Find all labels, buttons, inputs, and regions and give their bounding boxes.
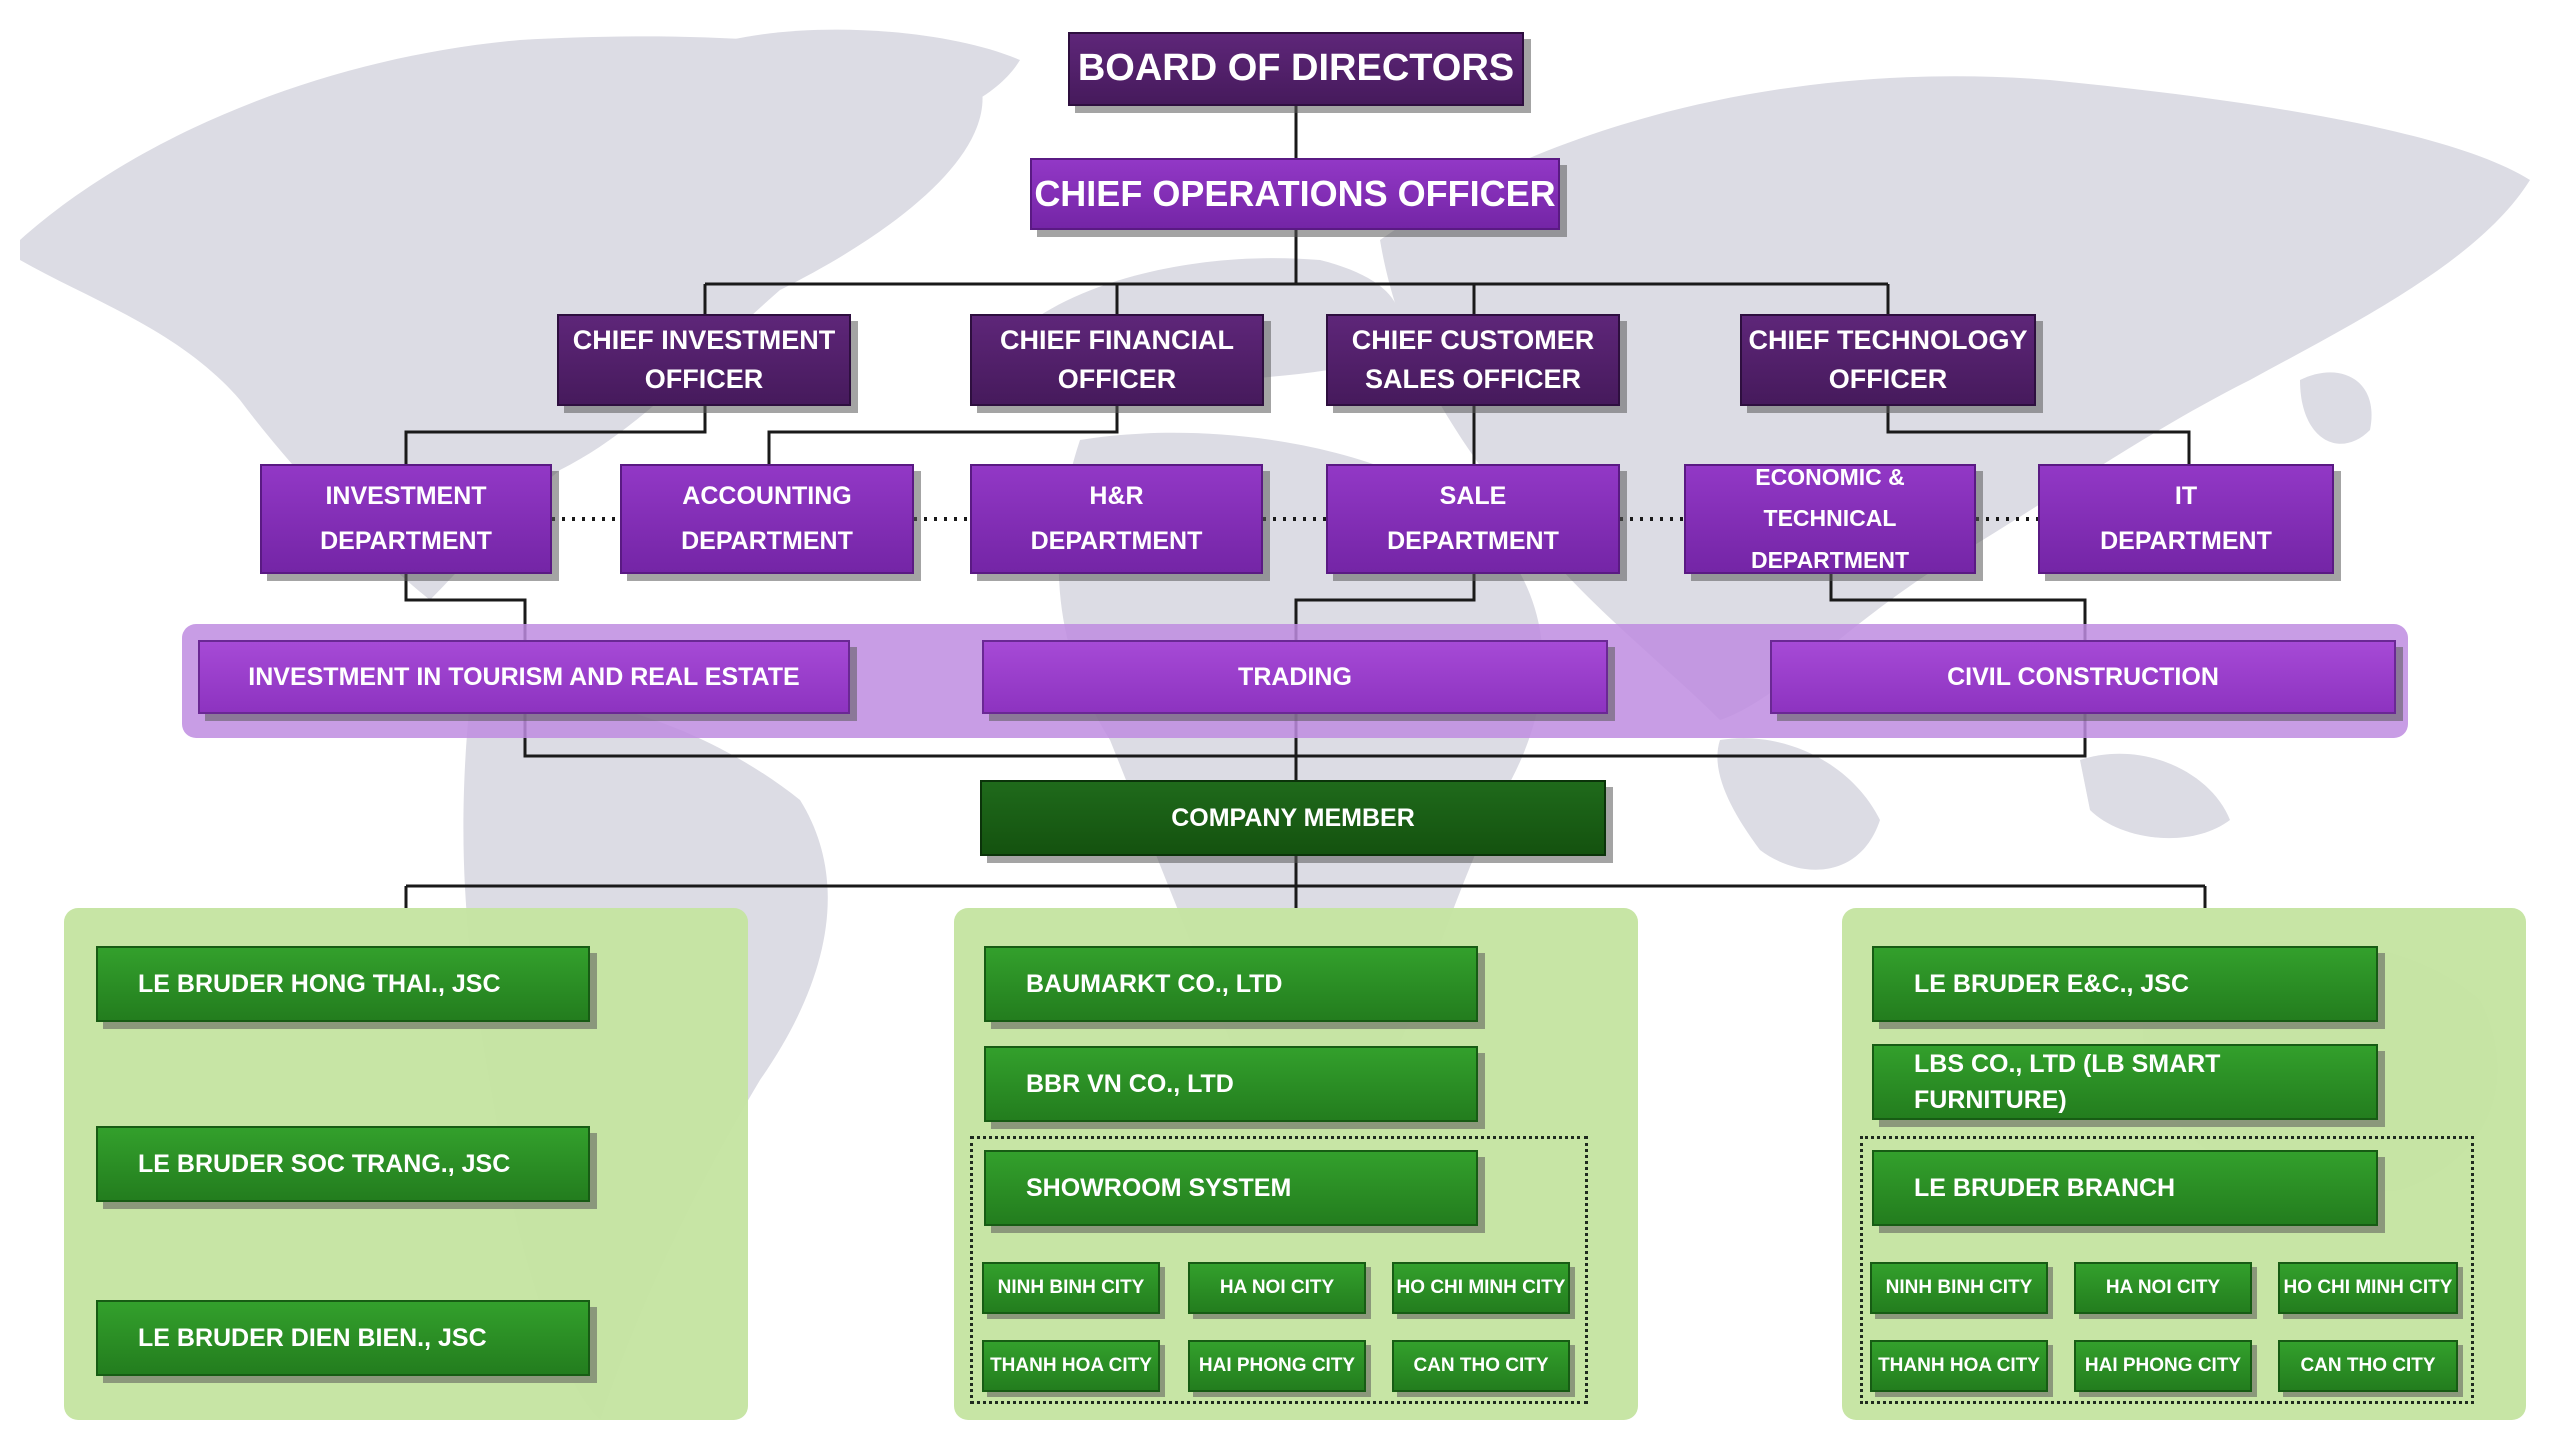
it-department-line1: IT: [2174, 482, 2198, 510]
showroom-city-hai-phong[interactable]: HAI PHONG CITY: [1188, 1340, 1366, 1392]
company-bbr-vn-box[interactable]: BBR VN CO., LTD: [984, 1046, 1478, 1122]
branch-city-can-tho[interactable]: CAN THO CITY: [2278, 1340, 2458, 1392]
showroom-city-ninh-binh-label: NINH BINH CITY: [997, 1277, 1145, 1299]
branch-city-ho-chi-minh-label: HO CHI MINH CITY: [2283, 1277, 2453, 1299]
chief-investment-officer-line1: CHIEF INVESTMENT: [572, 324, 836, 355]
company-lbs-smart-furniture-box[interactable]: LBS CO., LTD (LB SMART FURNITURE): [1872, 1044, 2378, 1120]
showroom-system-box[interactable]: SHOWROOM SYSTEM: [984, 1150, 1478, 1226]
economic-technical-department-line1: ECONOMIC & TECHNICAL: [1755, 463, 1905, 532]
sector-tourism-real-estate-box[interactable]: INVESTMENT IN TOURISM AND REAL ESTATE: [198, 640, 850, 714]
accounting-department-line2: DEPARTMENT: [681, 527, 853, 555]
sector-trading-box[interactable]: TRADING: [982, 640, 1608, 714]
company-bbr-vn-label: BBR VN CO., LTD: [1026, 1069, 1234, 1098]
showroom-city-ninh-binh[interactable]: NINH BINH CITY: [982, 1262, 1160, 1314]
showroom-city-ho-chi-minh[interactable]: HO CHI MINH CITY: [1392, 1262, 1570, 1314]
company-le-bruder-hong-thai-box[interactable]: LE BRUDER HONG THAI., JSC: [96, 946, 590, 1022]
sector-trading-label: TRADING: [1238, 662, 1352, 691]
chief-technology-officer-line1: CHIEF TECHNOLOGY: [1748, 324, 2028, 355]
economic-technical-department-line2: DEPARTMENT: [1750, 546, 1909, 573]
chief-operations-officer-box[interactable]: CHIEF OPERATIONS OFFICER: [1030, 158, 1560, 230]
chief-investment-officer-box[interactable]: CHIEF INVESTMENT OFFICER: [557, 314, 851, 406]
chief-investment-officer-line2: OFFICER: [644, 364, 764, 394]
branch-city-ho-chi-minh[interactable]: HO CHI MINH CITY: [2278, 1262, 2458, 1314]
chief-customer-sales-officer-box[interactable]: CHIEF CUSTOMER SALES OFFICER: [1326, 314, 1620, 406]
chief-operations-officer-label: CHIEF OPERATIONS OFFICER: [1034, 172, 1556, 214]
investment-department-box[interactable]: INVESTMENT DEPARTMENT: [260, 464, 552, 574]
chief-financial-officer-box[interactable]: CHIEF FINANCIAL OFFICER: [970, 314, 1264, 406]
accounting-department-line1: ACCOUNTING: [682, 482, 852, 510]
hr-department-box[interactable]: H&R DEPARTMENT: [970, 464, 1263, 574]
sector-civil-construction-box[interactable]: CIVIL CONSTRUCTION: [1770, 640, 2396, 714]
showroom-city-ho-chi-minh-label: HO CHI MINH CITY: [1396, 1277, 1566, 1299]
le-bruder-branch-label: LE BRUDER BRANCH: [1914, 1173, 2176, 1202]
company-le-bruder-ec-box[interactable]: LE BRUDER E&C., JSC: [1872, 946, 2378, 1022]
company-member-box[interactable]: COMPANY MEMBER: [980, 780, 1606, 856]
sector-tourism-real-estate-label: INVESTMENT IN TOURISM AND REAL ESTATE: [248, 662, 800, 691]
showroom-system-label: SHOWROOM SYSTEM: [1026, 1173, 1292, 1202]
hr-department-line2: DEPARTMENT: [1030, 527, 1203, 555]
showroom-system-group: [970, 1136, 1588, 1404]
chief-customer-sales-officer-line2: SALES OFFICER: [1364, 364, 1581, 394]
le-bruder-branch-group: [1860, 1136, 2474, 1404]
investment-department-line1: INVESTMENT: [325, 482, 487, 510]
chief-technology-officer-box[interactable]: CHIEF TECHNOLOGY OFFICER: [1740, 314, 2036, 406]
sale-department-line1: SALE: [1439, 482, 1507, 510]
branch-city-can-tho-label: CAN THO CITY: [2300, 1355, 2436, 1377]
chief-customer-sales-officer-line1: CHIEF CUSTOMER: [1351, 324, 1595, 355]
le-bruder-branch-box[interactable]: LE BRUDER BRANCH: [1872, 1150, 2378, 1226]
branch-city-thanh-hoa[interactable]: THANH HOA CITY: [1870, 1340, 2048, 1392]
company-baumarkt-label: BAUMARKT CO., LTD: [1026, 969, 1283, 998]
showroom-city-hai-phong-label: HAI PHONG CITY: [1198, 1355, 1356, 1377]
company-member-label: COMPANY MEMBER: [1171, 803, 1415, 832]
company-le-bruder-dien-bien-box[interactable]: LE BRUDER DIEN BIEN., JSC: [96, 1300, 590, 1376]
it-department-box[interactable]: IT DEPARTMENT: [2038, 464, 2334, 574]
board-of-directors-label: BOARD OF DIRECTORS: [1077, 47, 1515, 90]
branch-city-ha-noi[interactable]: HA NOI CITY: [2074, 1262, 2252, 1314]
company-le-bruder-soc-trang-box[interactable]: LE BRUDER SOC TRANG., JSC: [96, 1126, 590, 1202]
branch-city-thanh-hoa-label: THANH HOA CITY: [1878, 1355, 2040, 1377]
showroom-city-can-tho-label: CAN THO CITY: [1413, 1355, 1549, 1377]
showroom-city-thanh-hoa-label: THANH HOA CITY: [990, 1355, 1152, 1377]
chief-financial-officer-line1: CHIEF FINANCIAL: [1000, 324, 1234, 355]
sale-department-line2: DEPARTMENT: [1387, 527, 1559, 555]
investment-department-line2: DEPARTMENT: [320, 527, 492, 555]
company-le-bruder-dien-bien-label: LE BRUDER DIEN BIEN., JSC: [138, 1323, 487, 1352]
sector-civil-construction-label: CIVIL CONSTRUCTION: [1947, 662, 2219, 691]
sale-department-box[interactable]: SALE DEPARTMENT: [1326, 464, 1620, 574]
showroom-city-can-tho[interactable]: CAN THO CITY: [1392, 1340, 1570, 1392]
chief-technology-officer-line2: OFFICER: [1828, 364, 1948, 394]
company-lbs-smart-furniture-label: LBS CO., LTD (LB SMART FURNITURE): [1914, 1049, 2221, 1114]
chief-financial-officer-line2: OFFICER: [1057, 364, 1177, 394]
board-of-directors-box[interactable]: BOARD OF DIRECTORS: [1068, 32, 1524, 106]
company-le-bruder-ec-label: LE BRUDER E&C., JSC: [1914, 969, 2190, 998]
branch-city-hai-phong-label: HAI PHONG CITY: [2084, 1355, 2242, 1377]
branch-city-hai-phong[interactable]: HAI PHONG CITY: [2074, 1340, 2252, 1392]
economic-technical-department-box[interactable]: ECONOMIC & TECHNICAL DEPARTMENT: [1684, 464, 1976, 574]
showroom-city-ha-noi[interactable]: HA NOI CITY: [1188, 1262, 1366, 1314]
showroom-city-thanh-hoa[interactable]: THANH HOA CITY: [982, 1340, 1160, 1392]
company-le-bruder-soc-trang-label: LE BRUDER SOC TRANG., JSC: [138, 1149, 511, 1178]
company-baumarkt-box[interactable]: BAUMARKT CO., LTD: [984, 946, 1478, 1022]
accounting-department-box[interactable]: ACCOUNTING DEPARTMENT: [620, 464, 914, 574]
branch-city-ninh-binh[interactable]: NINH BINH CITY: [1870, 1262, 2048, 1314]
showroom-city-ha-noi-label: HA NOI CITY: [1219, 1277, 1335, 1299]
hr-department-line1: H&R: [1089, 482, 1144, 510]
branch-city-ha-noi-label: HA NOI CITY: [2105, 1277, 2221, 1299]
branch-city-ninh-binh-label: NINH BINH CITY: [1885, 1277, 2033, 1299]
company-le-bruder-hong-thai-label: LE BRUDER HONG THAI., JSC: [138, 969, 501, 998]
it-department-line2: DEPARTMENT: [2100, 527, 2272, 555]
